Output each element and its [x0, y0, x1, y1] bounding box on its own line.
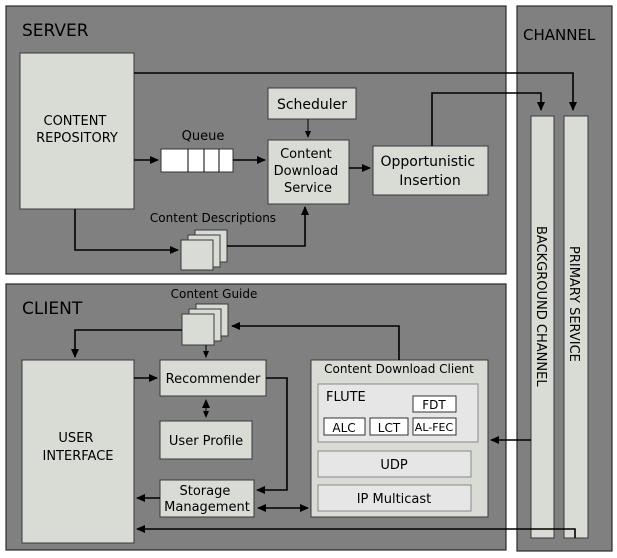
queue-icon — [160, 148, 234, 173]
content-download-service-box — [267, 139, 350, 205]
edge-recommender-to-storage — [256, 377, 288, 494]
server-label: SERVER — [22, 21, 89, 41]
storage-management-box — [159, 479, 255, 518]
ip-multicast-label: IP Multicast — [357, 492, 432, 507]
queue-label: Queue — [182, 129, 225, 144]
scheduler-box — [267, 87, 357, 120]
content-repository-label: CONTENT REPOSITORY — [36, 114, 118, 146]
content-guide-icon — [181, 303, 229, 346]
edge-insertion-to-background — [431, 92, 545, 146]
flute-label: FLUTE — [326, 390, 366, 405]
udp-label: UDP — [380, 458, 408, 473]
lct-box — [369, 417, 409, 436]
content-descriptions-label: Content Descriptions — [150, 211, 276, 225]
lct-label: LCT — [378, 421, 401, 435]
user-interface-box — [21, 359, 135, 544]
client-label: CLIENT — [22, 299, 83, 319]
channel-label: CHANNEL — [523, 26, 596, 44]
edge-client-to-guide — [231, 322, 400, 360]
primary-service-bar — [563, 115, 589, 539]
recommender-label: Recommender — [166, 372, 261, 387]
content-download-service-label: Content Download Service — [274, 147, 343, 196]
content-repository-box — [19, 52, 135, 210]
background-channel-label: BACKGROUND CHANNEL — [533, 226, 548, 387]
opportunistic-insertion-label: Opportunistic Insertion — [380, 154, 479, 189]
storage-management-label: Storage Management — [164, 484, 250, 515]
al-fec-label: AL-FEC — [415, 421, 454, 434]
fdt-box — [412, 395, 457, 413]
scheduler-label: Scheduler — [277, 97, 347, 113]
ip-multicast-box — [317, 484, 472, 512]
content-download-client-label: Content Download Client — [324, 362, 474, 376]
content-descriptions-icon — [180, 229, 228, 271]
user-profile-box — [159, 420, 253, 460]
content-guide-label: Content Guide — [171, 287, 258, 301]
opportunistic-insertion-box — [372, 145, 489, 196]
edge-primary-to-ui — [136, 525, 576, 538]
user-profile-label: User Profile — [169, 434, 243, 449]
al-fec-box — [412, 417, 457, 436]
user-interface-label: USER INTERFACE — [43, 431, 114, 464]
edge-repository-to-descriptions — [74, 209, 179, 254]
primary-service-label: PRIMARY SERVICE — [566, 246, 581, 362]
background-channel-bar — [530, 115, 555, 539]
edge-guide-to-ui — [71, 329, 182, 358]
udp-box — [317, 450, 472, 478]
alc-box — [323, 417, 366, 436]
fdt-label: FDT — [422, 398, 446, 412]
edge-descriptions-to-service — [227, 206, 309, 247]
edge-repository-to-primary — [134, 72, 577, 111]
alc-label: ALC — [332, 421, 355, 435]
